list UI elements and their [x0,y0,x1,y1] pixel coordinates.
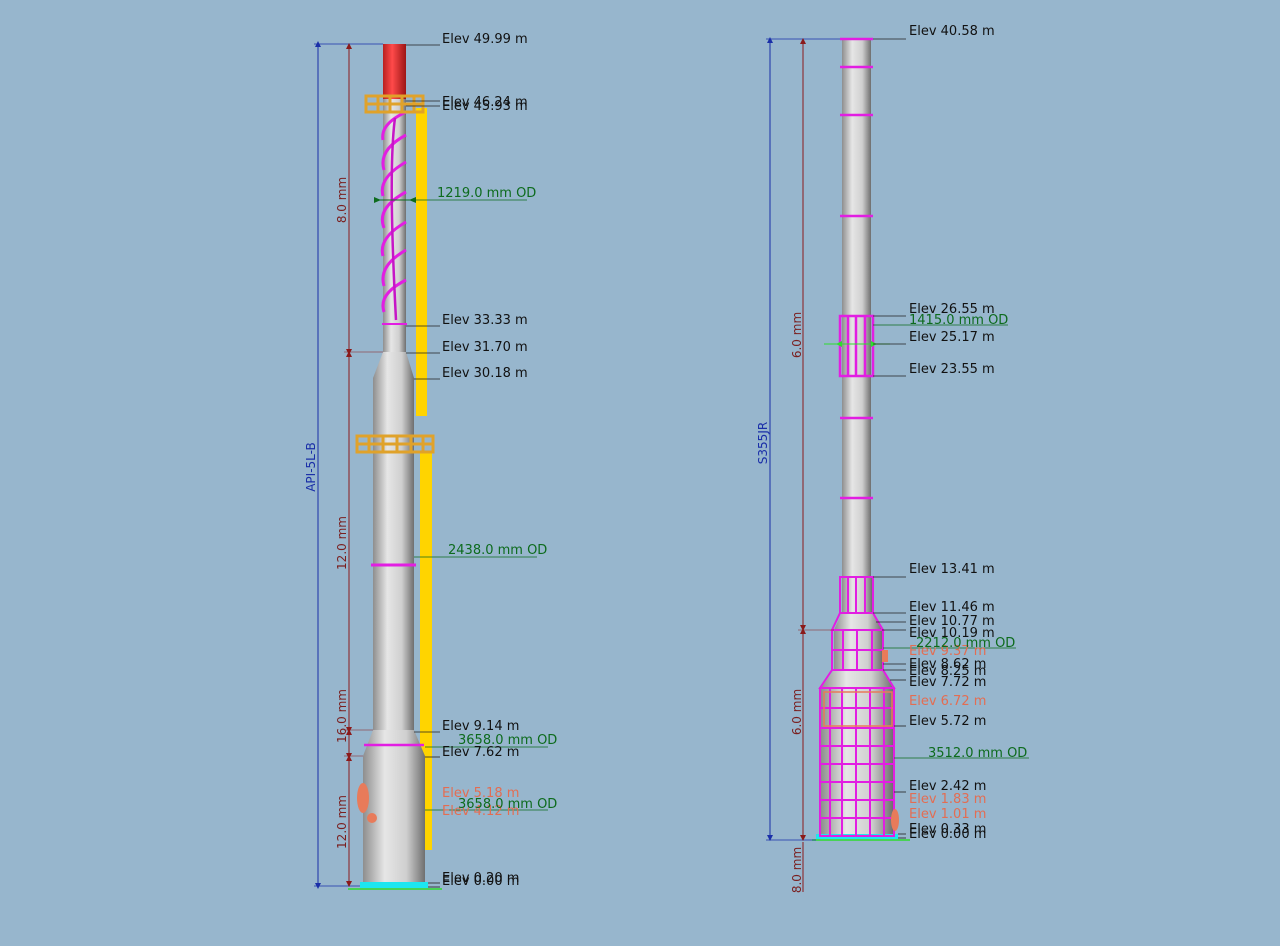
left-thickness-label: 8.0 mm [335,177,349,223]
right-elev-label: Elev 40.58 m [909,24,995,39]
left-elev-label: Elev 49.99 m [442,32,528,47]
right-elev-label: Elev 6.72 m [909,694,986,709]
right-elev-label: Elev 23.55 m [909,362,995,377]
left-diameter-label: 1219.0 mm OD [437,186,536,201]
left-manway [357,783,369,813]
right-elev-label: Elev 7.72 m [909,675,986,690]
left-thickness-label: 16.0 mm [335,689,349,743]
left-thickness-label: 12.0 mm [335,795,349,849]
left-upper-shell [383,99,406,352]
right-elev-label: Elev 26.55 m [909,302,995,317]
right-elevation-leaders [873,38,906,839]
right-elev-label: Elev 25.17 m [909,330,995,345]
left-elev-label: Elev 9.14 m [442,719,519,734]
right-thickness-label: 6.0 mm [790,312,804,358]
left-ladder-lower [420,452,432,850]
right-elev-label: Elev 10.19 m [909,626,995,641]
left-thickness-dims [344,43,383,887]
right-elev-label: Elev 8.25 m [909,664,986,679]
left-lower-cone [363,730,425,756]
right-manway [891,809,899,831]
left-elev-label: Elev 5.18 m [442,786,519,801]
left-elev-label: Elev 31.70 m [442,340,528,355]
left-elev-label: Elev 7.62 m [442,745,519,760]
right-elev-label: Elev 0.00 m [909,827,986,842]
right-diameter-underlines [873,324,1029,759]
left-elevation-leaders [406,44,440,888]
right-lower-cage [818,576,896,837]
left-elev-label: Elev 0.20 m [442,871,519,886]
right-orange-box [882,650,888,662]
right-elev-label: Elev 0.33 m [909,822,986,837]
left-diameter-label: 3658.0 mm OD [458,733,557,748]
right-elev-label: Elev 11.46 m [909,600,995,615]
right-upper-shell [842,39,871,577]
left-material-label: API-5L-B [304,442,318,492]
right-cone-1 [834,613,882,630]
left-elev-label: Elev 30.18 m [442,366,528,381]
left-tower [348,44,442,890]
left-diameter-label: 2438.0 mm OD [448,543,547,558]
right-elev-label: Elev 13.41 m [909,562,995,577]
right-ring-stiffeners [840,37,873,500]
left-nozzle [367,813,377,823]
left-base-plate [360,882,428,888]
right-elev-label: Elev 8.62 m [909,657,986,672]
left-elev-label: Elev 0.00 m [442,874,519,889]
left-mid-platform [355,434,435,454]
left-ladder-upper [416,108,427,416]
right-elev-label: Elev 5.72 m [909,714,986,729]
left-labels: Elev 49.99 m Elev 46.24 m Elev 45.93 m E… [304,32,557,889]
left-middle-shell [373,378,414,730]
left-diameter-label: 3658.0 mm OD [458,797,557,812]
left-top-red-section [383,44,406,99]
left-diameter-underlines [414,199,548,811]
right-diameter-label: 1415.0 mm OD [909,313,1008,328]
right-tower [812,37,910,841]
left-elev-label: Elev 45.93 m [442,99,528,114]
right-thickness-label: 8.0 mm [790,847,804,893]
left-elev-label: Elev 4.12 m [442,804,519,819]
left-upper-cone [373,352,414,378]
right-labels: Elev 40.58 m Elev 26.55 m Elev 25.17 m E… [756,24,1027,893]
left-top-platform [364,94,425,114]
right-thickness-label: 6.0 mm [790,689,804,735]
right-elev-label: Elev 1.83 m [909,792,986,807]
right-thickness-dims [798,38,834,892]
right-cone-2 [821,670,893,688]
right-orange-frame [823,691,893,727]
right-elev-label: Elev 9.37 m [909,644,986,659]
right-diameter-label: 3512.0 mm OD [928,746,1027,761]
left-thickness-label: 12.0 mm [335,516,349,570]
right-elev-label: Elev 2.42 m [909,779,986,794]
right-elev-label: Elev 1.01 m [909,807,986,822]
left-elev-label: Elev 33.33 m [442,313,528,328]
right-diameter-label: 2212.0 mm OD [916,636,1015,651]
left-helical-strakes [380,110,407,313]
right-elev-label: Elev 10.77 m [909,614,995,629]
left-elev-label: Elev 46.24 m [442,95,528,110]
right-material-label: S355JR [756,422,770,464]
